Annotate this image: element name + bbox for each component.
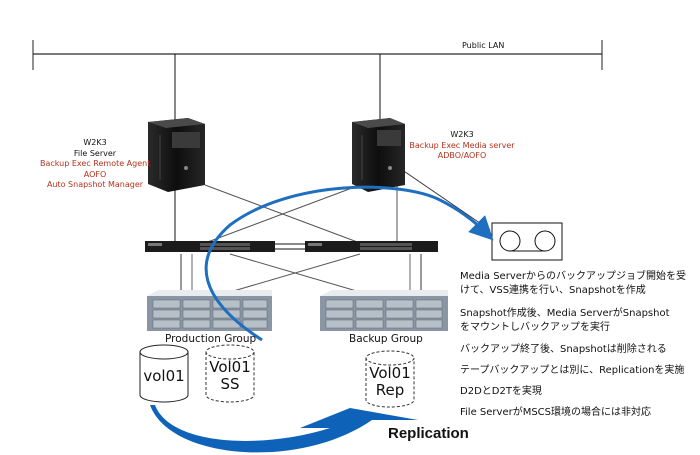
file-server-software-2: AOFO: [83, 169, 107, 179]
backup-storage-array-icon[interactable]: [320, 290, 448, 331]
file-server-role: File Server: [73, 148, 117, 158]
media-server-tower-icon[interactable]: [352, 118, 405, 192]
vol01-rep-label: Vol01 Rep: [366, 365, 414, 399]
note-5: D2DとD2Tを実現: [460, 386, 542, 397]
vol01-ss-label: Vol01 SS: [206, 359, 254, 393]
vol01-rep-line2: Rep: [375, 381, 405, 399]
note-3: バックアップ終了後、Snapshotは削除される: [460, 344, 667, 355]
volume-vol01-rep-icon[interactable]: [365, 350, 415, 408]
file-server-tower-icon[interactable]: [148, 118, 205, 192]
production-storage-array-icon[interactable]: [147, 290, 272, 331]
replication-arrow: [150, 405, 418, 453]
file-server-label: W2K3 File Server Backup Exec Remote Agen…: [40, 138, 150, 191]
vol01-ss-line1: Vol01: [209, 358, 251, 376]
note-1: Media Serverからのバックアップジョブ開始を受 けて、VSS連携を行い…: [460, 270, 686, 298]
public-lan-label: Public LAN: [462, 41, 505, 50]
media-server-label: W2K3 Backup Exec Media server ADBO/AOFO: [402, 130, 522, 162]
note-1-line-1: Media Serverからのバックアップジョブ開始を受: [460, 271, 687, 282]
note-6: File ServerがMSCS環境の場合には非対応: [460, 407, 652, 418]
note-2: Snapshot作成後、Media ServerがSnapshot をマウントし…: [460, 307, 670, 335]
vol01-ss-line2: SS: [220, 375, 240, 393]
note-2-line-1: Snapshot作成後、Media ServerがSnapshot: [460, 308, 670, 319]
note-1-line-2: けて、VSS連携を行い、Snapshotを作成: [460, 285, 646, 296]
network-switch-2-icon[interactable]: [305, 241, 438, 252]
vol01-label: vol01: [143, 367, 185, 385]
file-server-software-3: Auto Snapshot Manager: [46, 180, 144, 189]
vol01-rep-line1: Vol01: [369, 364, 411, 382]
volume-vol01-icon[interactable]: [139, 344, 189, 403]
public-lan-bus: [32, 40, 603, 120]
backup-flow-arrow: [204, 185, 494, 342]
volume-vol01-ss-icon[interactable]: [205, 344, 255, 403]
media-server-os: W2K3: [450, 130, 474, 139]
media-server-software-2: ADBO/AOFO: [437, 151, 487, 160]
replication-label: Replication: [388, 425, 469, 442]
tape-drive-icon[interactable]: [491, 222, 563, 261]
network-switch-1-icon[interactable]: [145, 241, 275, 252]
cabling: [174, 164, 491, 293]
file-server-os: W2K3: [83, 138, 107, 147]
note-4: テープバックアップとは別に、Replicationを実施: [460, 365, 685, 376]
media-server-software-1: Backup Exec Media server: [409, 140, 515, 150]
note-2-line-2: をマウントしバックアップを実行: [460, 322, 610, 333]
file-server-software-1: Backup Exec Remote Agent: [40, 159, 151, 168]
production-group-label: Production Group: [165, 333, 257, 345]
backup-group-label: Backup Group: [349, 333, 423, 345]
